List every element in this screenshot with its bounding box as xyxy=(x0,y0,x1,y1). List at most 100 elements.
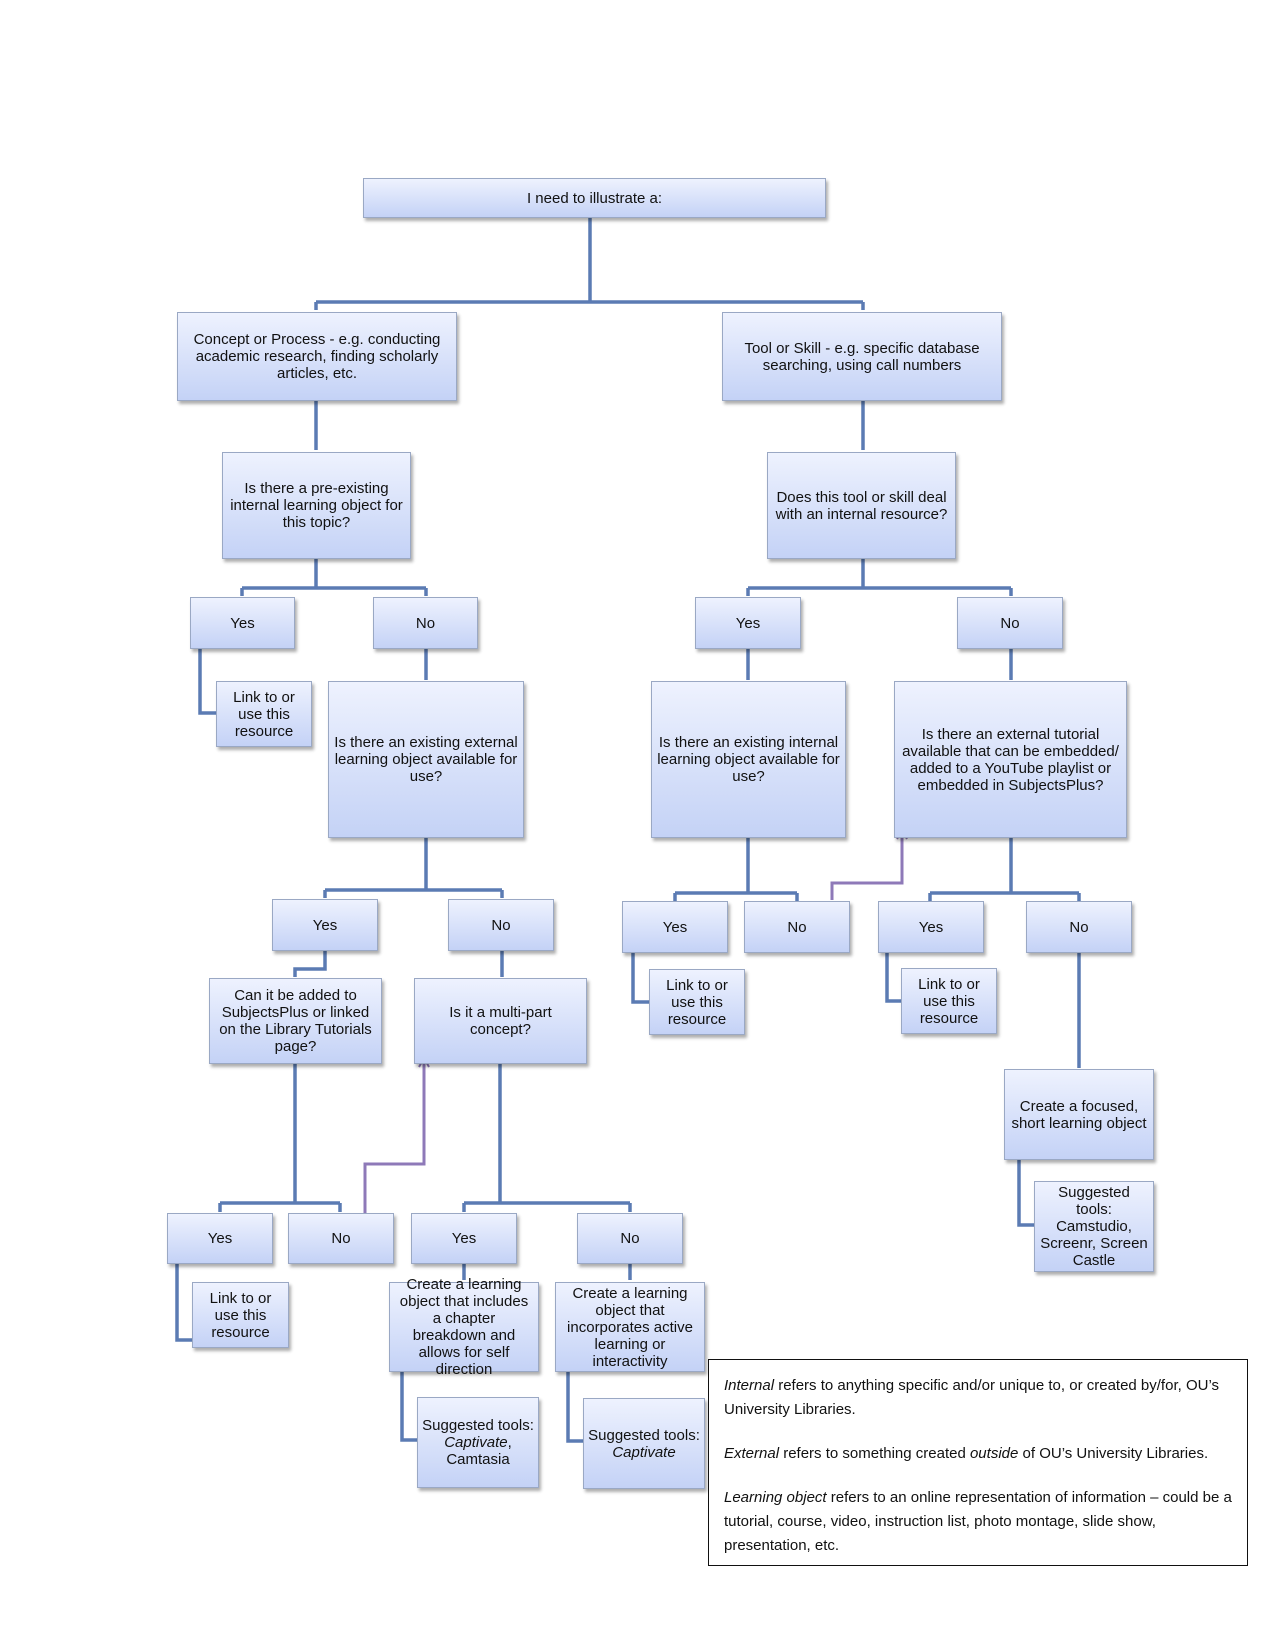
yes-box: Yes xyxy=(622,901,728,953)
definition-learning-object-text: refers to an online representation of in… xyxy=(724,1489,1232,1554)
line-qsp-yesno xyxy=(218,1062,342,1212)
root-box: I need to illustrate a: xyxy=(363,178,826,218)
line-q1-yesno xyxy=(240,558,428,596)
definitions-box: Internal refers to anything specific and… xyxy=(708,1359,1248,1566)
q-external-tutorial-text: Is there an external tutorial available … xyxy=(902,725,1119,794)
link-resource-text: Link to or use this resource xyxy=(666,976,728,1028)
q-tool-internal-box: Does this tool or skill deal with an int… xyxy=(767,452,956,559)
no-label: No xyxy=(620,1230,640,1247)
definition-external-emphasis: outside xyxy=(969,1445,1019,1462)
root-text: I need to illustrate a: xyxy=(526,189,663,207)
tool-separator: , xyxy=(507,1434,512,1451)
suggested-tools-line: Captivate, xyxy=(422,1434,534,1451)
create-active-text: Create a learning object that incorporat… xyxy=(567,1284,693,1370)
line-tyes3-link xyxy=(885,952,901,1003)
line-chapter-tools xyxy=(400,1370,417,1442)
no-box: No xyxy=(744,901,850,953)
q-internal-existing-text: Is there a pre-existing internal learnin… xyxy=(230,480,403,531)
line-yes2-qsp xyxy=(293,950,327,977)
definition-internal-text: refers to anything specific and/or uniqu… xyxy=(724,1377,1220,1418)
link-resource-box: Link to or use this resource xyxy=(649,969,745,1035)
create-active-box: Create a learning object that incorporat… xyxy=(555,1282,705,1372)
line-qint-yesno xyxy=(673,836,799,901)
no-label: No xyxy=(491,916,511,934)
concept-text: Concept or Process - e.g. conducting aca… xyxy=(193,331,441,382)
q-tool-internal-text: Does this tool or skill deal with an int… xyxy=(775,488,948,523)
tool-box: Tool or Skill - e.g. specific database s… xyxy=(722,312,1002,401)
no-box: No xyxy=(1026,901,1132,953)
no-label: No xyxy=(331,1230,351,1247)
no-box: No xyxy=(448,899,554,951)
suggested-tools-box: Suggested tools: Camstudio, Screenr, Scr… xyxy=(1034,1181,1154,1272)
yes-box: Yes xyxy=(190,597,295,649)
create-chapter-text: Create a learning object that includes a… xyxy=(399,1276,529,1378)
line-qext-yesno xyxy=(323,836,504,898)
suggested-tools-box: Suggested tools: Captivate, Camtasia xyxy=(417,1397,539,1488)
tool-camtasia: Camtasia xyxy=(446,1451,510,1468)
line-active-tools xyxy=(566,1370,583,1443)
line-yes1-link xyxy=(198,648,216,715)
term-learning-object: Learning object xyxy=(724,1489,827,1506)
line-root-split xyxy=(314,215,865,310)
link-resource-text: Link to or use this resource xyxy=(918,975,980,1027)
suggested-tools-label: Suggested tools: xyxy=(588,1426,700,1444)
definition-external-text-2: of OU’s University Libraries. xyxy=(1018,1445,1209,1462)
arrow-no3-to-multipart xyxy=(363,1062,424,1213)
term-internal: Internal xyxy=(724,1377,775,1394)
line-tyes2-link xyxy=(631,952,649,1004)
no-label: No xyxy=(415,614,436,632)
arrow-no-to-external-tutorial xyxy=(830,834,902,900)
yes-label: Yes xyxy=(207,1230,233,1247)
definition-external-text-1: refers to something created xyxy=(779,1445,970,1462)
create-chapter-box: Create a learning object that includes a… xyxy=(389,1276,539,1378)
link-resource-box: Link to or use this resource xyxy=(901,968,997,1034)
no-box: No xyxy=(288,1213,394,1264)
tool-captivate: Captivate xyxy=(612,1443,676,1461)
create-focused-box: Create a focused, short learning object xyxy=(1004,1069,1154,1160)
yes-label: Yes xyxy=(230,614,255,632)
no-box: No xyxy=(957,597,1063,649)
yes-box: Yes xyxy=(272,899,378,951)
link-resource-text: Link to or use this resource xyxy=(233,688,295,740)
tool-text: Tool or Skill - e.g. specific database s… xyxy=(744,339,980,374)
q-multipart-text: Is it a multi-part concept? xyxy=(449,1004,552,1038)
no-box: No xyxy=(373,597,478,649)
yes-label: Yes xyxy=(451,1230,477,1247)
q-subjectsplus-text: Can it be added to SubjectsPlus or linke… xyxy=(219,987,372,1055)
q-internal-available-text: Is there an existing internal learning o… xyxy=(657,734,840,785)
no-box: No xyxy=(577,1213,683,1264)
create-focused-text: Create a focused, short learning object xyxy=(1011,1097,1147,1132)
suggested-tools-text: Suggested tools: Captivate, Camtasia xyxy=(422,1417,534,1468)
link-resource-text: Link to or use this resource xyxy=(209,1289,272,1341)
suggested-tools-label: Suggested tools: xyxy=(422,1417,534,1434)
yes-label: Yes xyxy=(312,916,338,934)
line-qtut-yesno xyxy=(928,836,1081,901)
q-multipart-box: Is it a multi-part concept? xyxy=(414,978,587,1064)
yes-box: Yes xyxy=(167,1213,273,1264)
concept-box: Concept or Process - e.g. conducting aca… xyxy=(177,312,457,401)
line-qmp-yesno xyxy=(462,1062,632,1212)
definition-internal: Internal refers to anything specific and… xyxy=(724,1374,1233,1422)
tool-captivate: Captivate xyxy=(444,1434,508,1451)
yes-label: Yes xyxy=(918,918,944,936)
line-yes3-link xyxy=(175,1263,192,1342)
yes-box: Yes xyxy=(695,597,801,649)
q-subjectsplus-box: Can it be added to SubjectsPlus or linke… xyxy=(209,978,382,1064)
no-label: No xyxy=(1069,918,1089,936)
suggested-tools-text: Suggested tools: Captivate xyxy=(588,1427,700,1461)
suggested-tools-text: Suggested tools: Camstudio, Screenr, Scr… xyxy=(1040,1184,1148,1269)
yes-label: Yes xyxy=(735,614,761,632)
definition-learning-object: Learning object refers to an online repr… xyxy=(724,1486,1233,1558)
suggested-tools-box: Suggested tools: Captivate xyxy=(583,1398,705,1489)
q-internal-existing-box: Is there a pre-existing internal learnin… xyxy=(222,452,411,559)
no-label: No xyxy=(787,918,807,936)
q-external-existing-box: Is there an existing external learning o… xyxy=(328,681,524,838)
link-resource-box: Link to or use this resource xyxy=(192,1282,289,1348)
term-external: External xyxy=(724,1445,780,1462)
line-qtool-yesno xyxy=(746,558,1013,596)
yes-box: Yes xyxy=(411,1213,517,1264)
line-create-tools xyxy=(1017,1158,1034,1227)
yes-box: Yes xyxy=(878,901,984,953)
q-internal-available-box: Is there an existing internal learning o… xyxy=(651,681,846,838)
